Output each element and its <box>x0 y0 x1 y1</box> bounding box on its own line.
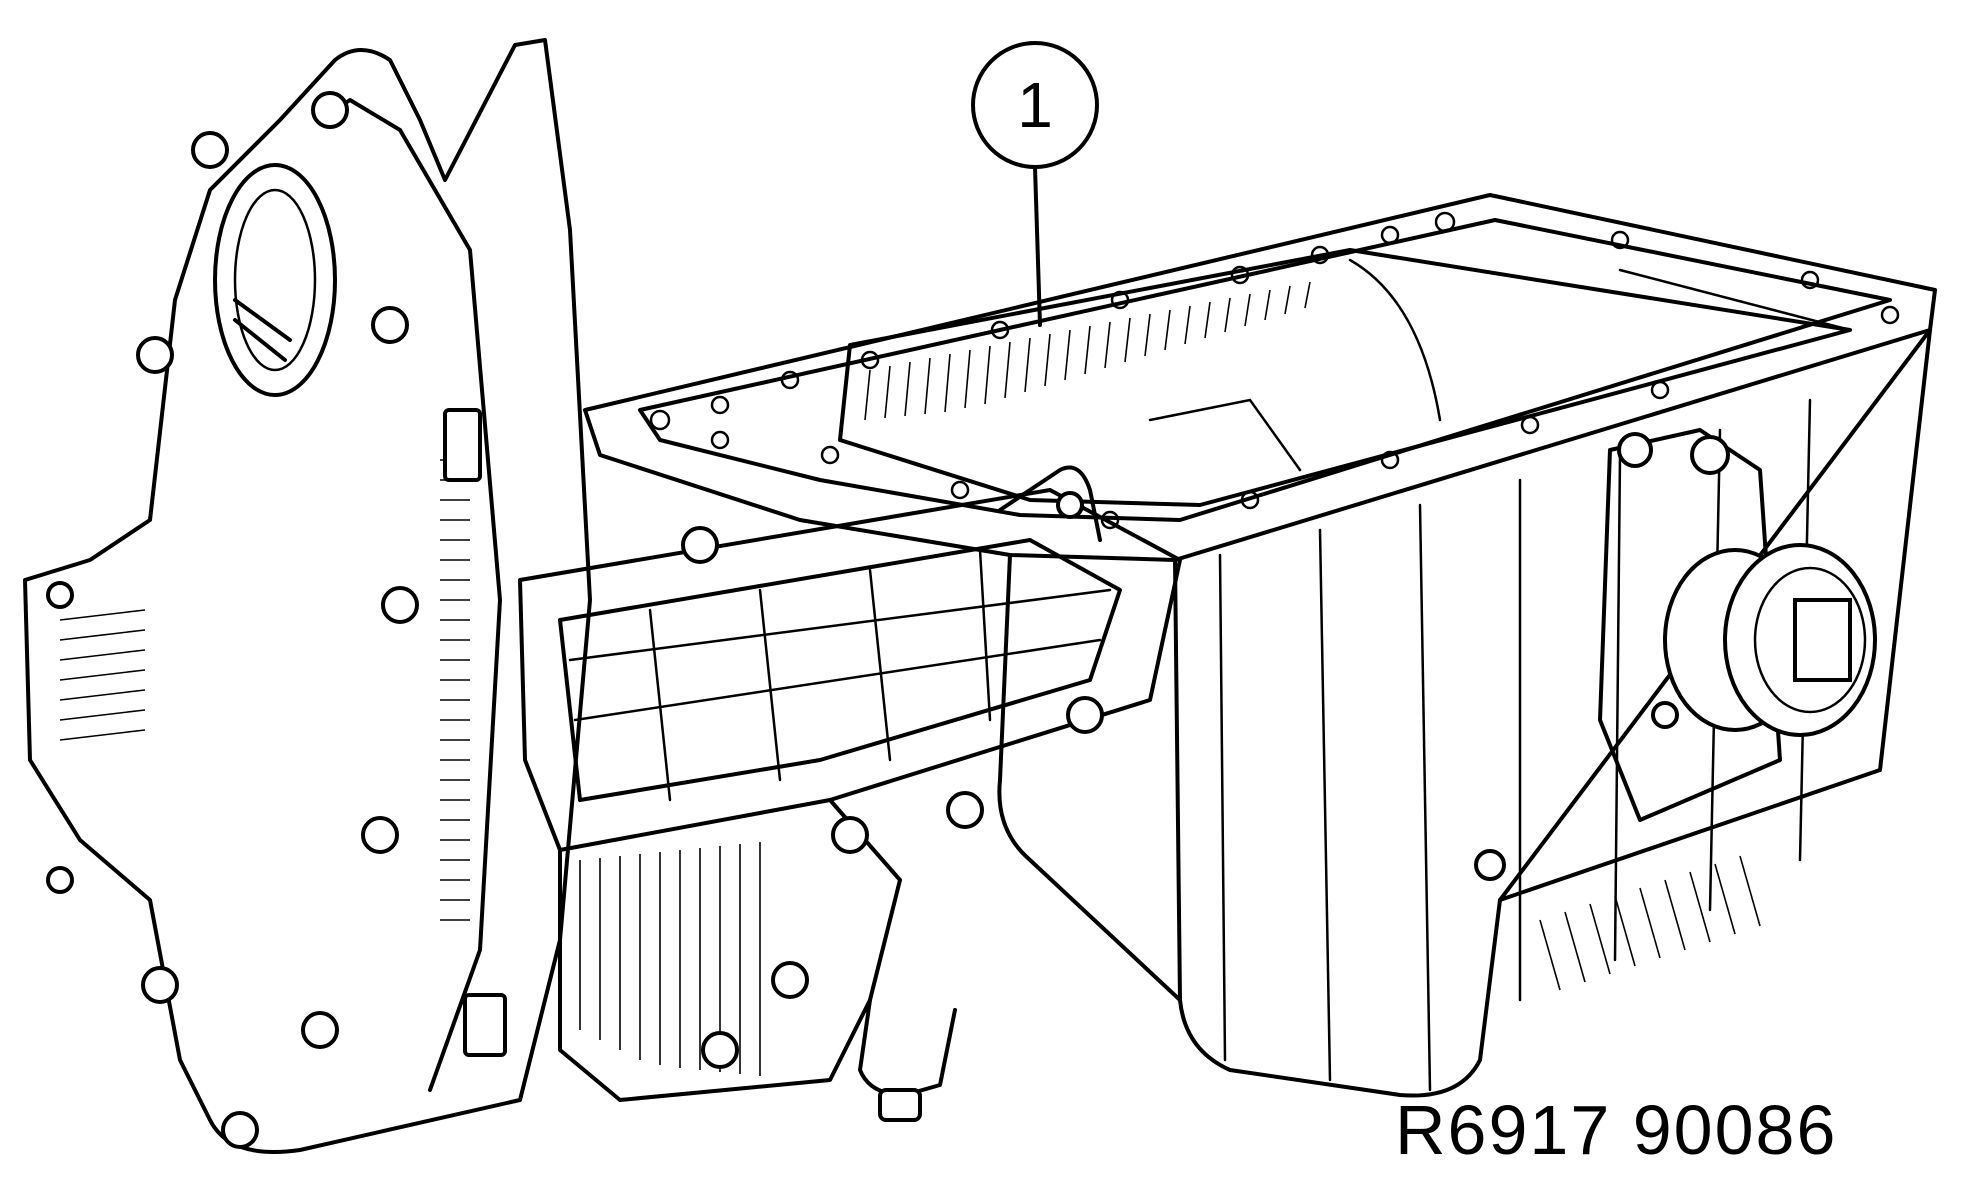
cover-rim-hatching <box>440 459 470 921</box>
sump-lower-hatching <box>1539 855 1761 991</box>
oil-pan-flange <box>583 193 1937 562</box>
oil-pump-housing <box>1598 428 1877 822</box>
pan-inner-wall-hatching <box>864 281 1311 421</box>
timing-cover-bolts <box>136 91 419 1149</box>
windage-tray-lattice <box>518 465 1182 852</box>
figure-reference-code: R6917 90086 <box>1395 1091 1838 1169</box>
lower-crankcase <box>558 798 902 1102</box>
flange-bolt-holes <box>649 211 1900 530</box>
callout-number-label: 1 <box>1017 69 1053 141</box>
timing-cover <box>23 38 592 1154</box>
callout-1 <box>971 41 1099 327</box>
cover-left-ear-hatching <box>59 609 146 741</box>
